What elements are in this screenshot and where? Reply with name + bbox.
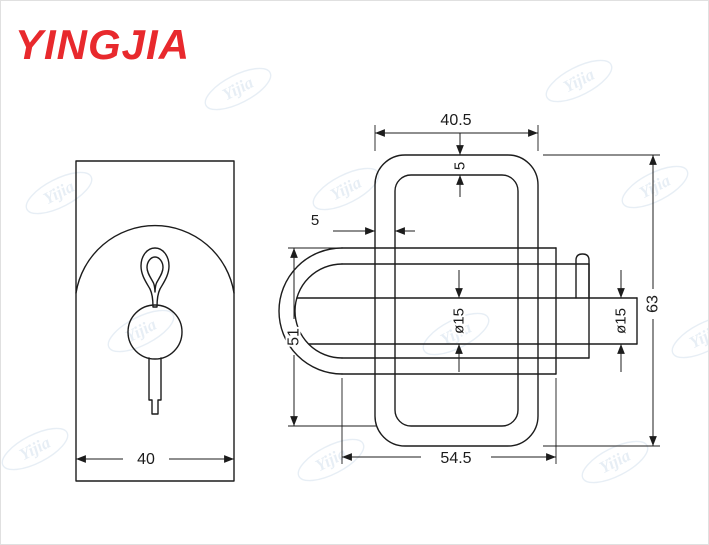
watermark: Yijia bbox=[312, 167, 380, 211]
bracket-left-bulge-outer-arc bbox=[278, 247, 343, 375]
watermark-text: Yijia bbox=[312, 444, 350, 476]
dim-pin-end-diameter: ø15 bbox=[611, 270, 632, 372]
watermark-oval bbox=[297, 438, 365, 482]
front-ball-circle bbox=[127, 304, 183, 360]
dim-top-width-label: 40.5 bbox=[440, 112, 471, 129]
dim-front-width: 40 bbox=[76, 449, 234, 470]
dim-inner-height-label: 51 bbox=[286, 328, 303, 346]
watermark: Yijia bbox=[1, 427, 69, 471]
watermark-text: Yijia bbox=[40, 177, 78, 209]
watermark-oval bbox=[671, 315, 708, 359]
watermark: Yijia bbox=[297, 438, 365, 482]
watermark-text: Yijia bbox=[636, 171, 674, 203]
dim-front-width-label: 40 bbox=[137, 451, 155, 468]
watermark-oval bbox=[621, 165, 689, 209]
front-plate-outline bbox=[75, 160, 235, 482]
watermark: Yijia bbox=[545, 59, 613, 103]
dim-pin-end-diameter-label: ø15 bbox=[613, 308, 630, 334]
front-view: 40 bbox=[75, 160, 235, 482]
dim-top-width: 40.5 bbox=[374, 110, 539, 151]
watermark-oval bbox=[545, 59, 613, 103]
dim-wall-thickness-label: 5 bbox=[311, 212, 319, 229]
watermark-text: Yijia bbox=[16, 433, 54, 465]
watermark: Yijia bbox=[671, 315, 708, 359]
watermark: Yijia bbox=[581, 440, 649, 484]
dim-bracket-width-label: 54.5 bbox=[440, 450, 471, 467]
dim-inner-height: 51 bbox=[284, 247, 377, 427]
front-ring-loop-inner bbox=[146, 256, 164, 293]
dring-outer-outline bbox=[374, 154, 539, 447]
side-view: 40.5 5 5 51 bbox=[278, 110, 664, 469]
watermark: Yijia bbox=[621, 165, 689, 209]
front-ring-loop-outer bbox=[140, 247, 170, 308]
watermark-layer: Yijia Yijia Yijia Yijia Yijia Yijia bbox=[1, 59, 708, 484]
watermark-text: Yijia bbox=[596, 446, 634, 478]
watermark-oval bbox=[25, 171, 93, 215]
dim-bracket-width: 54.5 bbox=[341, 378, 557, 469]
watermark: Yijia bbox=[204, 67, 272, 111]
dim-top-thickness: 5 bbox=[450, 133, 471, 197]
watermark-text: Yijia bbox=[560, 65, 598, 97]
dring-inner-outline bbox=[394, 174, 519, 427]
watermark-oval bbox=[204, 67, 272, 111]
bracket-left-bulge-inner-arc bbox=[294, 263, 343, 359]
dim-wall-thickness: 5 bbox=[309, 210, 415, 235]
front-pin bbox=[148, 357, 162, 415]
watermark-oval bbox=[1, 427, 69, 471]
dim-overall-height-label: 63 bbox=[645, 295, 662, 313]
dim-pin-diameter-label: ø15 bbox=[451, 308, 468, 334]
retaining-pin bbox=[575, 253, 590, 299]
brand-logo: YINGJIA bbox=[15, 21, 190, 68]
watermark-text: Yijia bbox=[219, 73, 257, 105]
watermark: Yijia bbox=[107, 309, 175, 353]
watermark: Yijia bbox=[25, 171, 93, 215]
dim-overall-height: 63 bbox=[543, 154, 664, 447]
dim-top-thickness-label: 5 bbox=[452, 162, 469, 170]
dim-pin-diameter: ø15 bbox=[449, 270, 470, 372]
front-dome-arc bbox=[75, 224, 235, 294]
watermark-text: Yijia bbox=[327, 173, 365, 205]
watermark-oval bbox=[107, 309, 175, 353]
